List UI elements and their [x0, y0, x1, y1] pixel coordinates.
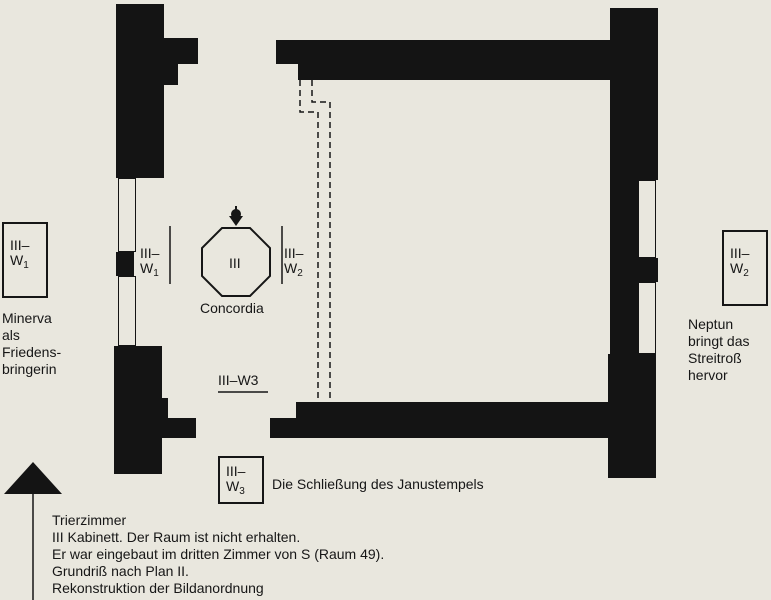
right-wall-upper-inner [610, 180, 638, 258]
bottom-wall-step [296, 402, 608, 418]
janus-caption: Die Schließung des Janustempels [272, 476, 484, 492]
north-arrow-head [4, 462, 62, 494]
left-wall-mid [116, 252, 134, 276]
inner-w1-label: III– W1 [140, 245, 160, 280]
right-wall-mid-inner [610, 282, 638, 354]
panel-w3-idx: 3 [239, 486, 245, 497]
left-window-2 [118, 276, 136, 346]
panel-w1-box: III– W1 [2, 222, 48, 298]
minerva-caption: Minerva als Friedens- bringerin [2, 310, 62, 377]
left-wall-pier-bottom [114, 418, 196, 438]
pendant-marker [229, 206, 243, 226]
right-wall-lower [608, 354, 656, 478]
left-wall-step [156, 55, 178, 85]
neptun-caption: Neptun bringt das Streitroß hervor [688, 316, 750, 383]
dashed-partition [299, 80, 331, 402]
left-wall-step-low [150, 398, 168, 422]
panel-w2-main: III– [730, 245, 750, 261]
concordia-label: Concordia [200, 300, 264, 316]
legend: Trierzimmer III Kabinett. Der Raum ist n… [52, 512, 384, 597]
panel-w2-idx: 2 [743, 268, 749, 279]
panel-w1-w: W [10, 252, 24, 268]
left-wall-upper [116, 4, 164, 178]
panel-w1-idx: 1 [23, 260, 29, 271]
inner-w2-label: III– W2 [284, 245, 304, 280]
inner-w3-label: III–W3 [218, 372, 259, 388]
legend-line-5: Rekonstruktion der Bildanordnung [52, 580, 264, 596]
panel-w2-w: W [730, 260, 744, 276]
left-window-1 [118, 178, 136, 252]
right-wall-upper [610, 8, 658, 180]
top-wall-inner [298, 64, 612, 80]
legend-line-2: III Kabinett. Der Raum ist nicht erhalte… [52, 529, 301, 545]
octagon-outline [201, 227, 271, 297]
legend-line-3: Er war eingebaut im dritten Zimmer von S… [52, 546, 385, 562]
panel-w3-main: III– [226, 463, 246, 479]
legend-line-1: Trierzimmer [52, 512, 127, 528]
panel-w3-box: III– W3 [218, 456, 264, 504]
right-wall-mid [610, 258, 658, 282]
legend-line-4: Grundriß nach Plan II. [52, 563, 189, 579]
panel-w3-w: W [226, 478, 240, 494]
right-window-1 [638, 180, 656, 258]
top-wall [276, 40, 612, 64]
bottom-wall [270, 418, 610, 438]
panel-w1-main: III– [10, 237, 30, 253]
panel-w2-box: III– W2 [722, 230, 768, 306]
right-window-2 [638, 282, 656, 354]
octagon-label: III [229, 255, 241, 271]
